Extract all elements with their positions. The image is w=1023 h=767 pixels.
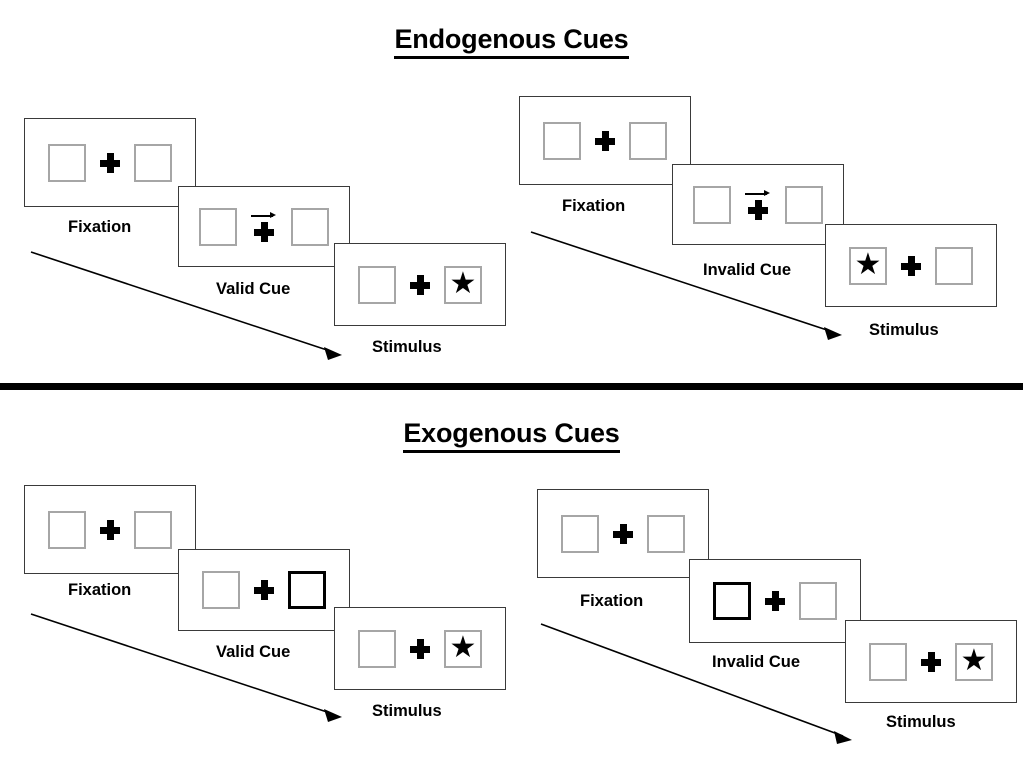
fixation-plus-icon	[100, 519, 120, 540]
caption-endogenous-invalid-fixation: Fixation	[562, 197, 626, 215]
section-divider	[0, 383, 1023, 390]
panel-endogenous-valid-stimulus: ★	[334, 243, 506, 326]
stimulus-box-left	[202, 571, 240, 609]
panel-content	[543, 121, 667, 160]
stimulus-box-right	[799, 582, 837, 620]
endogenous-cue-center	[251, 208, 277, 246]
panel-content	[202, 571, 326, 609]
stimulus-box-right-target: ★	[444, 629, 482, 668]
stimulus-box-left-target: ★	[849, 246, 887, 285]
panel-content	[48, 143, 172, 182]
caption-exogenous-invalid-cue: Invalid Cue	[712, 653, 801, 671]
caption-exogenous-invalid-fixation: Fixation	[580, 592, 644, 610]
star-icon: ★	[854, 247, 882, 281]
fixation-plus-icon	[410, 638, 430, 659]
caption-endogenous-valid-stimulus: Stimulus	[372, 338, 442, 356]
section-title-exogenous: Exogenous Cues	[0, 418, 1023, 453]
stimulus-box-right	[785, 185, 823, 224]
caption-exogenous-valid-cue: Valid Cue	[216, 643, 291, 661]
stimulus-box-left	[561, 514, 599, 553]
stimulus-box-left	[358, 629, 396, 668]
stimulus-box-right	[647, 514, 685, 553]
fixation-plus-icon	[254, 222, 274, 242]
panel-endogenous-invalid-cue	[672, 164, 844, 245]
panel-content: ★	[869, 642, 993, 681]
panel-endogenous-valid-cue	[178, 186, 350, 267]
panel-exogenous-valid-cue	[178, 549, 350, 631]
stimulus-box-left	[869, 642, 907, 681]
arrow-head	[270, 212, 276, 218]
endogenous-cue-center	[745, 186, 771, 224]
section-title-endogenous: Endogenous Cues	[0, 24, 1023, 59]
caption-exogenous-valid-stimulus: Stimulus	[372, 702, 442, 720]
panel-exogenous-valid-stimulus: ★	[334, 607, 506, 690]
stimulus-box-right	[134, 510, 172, 549]
fixation-plus-icon	[901, 255, 921, 276]
fixation-plus-icon	[595, 130, 615, 151]
fixation-plus-icon	[410, 274, 430, 295]
panel-exogenous-valid-fixation	[24, 485, 196, 574]
panel-content	[48, 510, 172, 549]
arrow-head	[764, 190, 770, 196]
star-icon: ★	[449, 266, 477, 300]
panel-content: ★	[358, 629, 482, 668]
stimulus-box-left	[48, 510, 86, 549]
stimulus-box-left	[693, 185, 731, 224]
panel-content: ★	[358, 265, 482, 304]
stimulus-box-right	[291, 207, 329, 246]
stimulus-box-right-cued	[288, 571, 326, 609]
panel-content	[561, 514, 685, 553]
arrow-shaft	[251, 215, 273, 217]
section-title-endogenous-text: Endogenous Cues	[394, 24, 629, 59]
caption-endogenous-invalid-stimulus: Stimulus	[869, 321, 939, 339]
panel-exogenous-invalid-cue	[689, 559, 861, 643]
panel-content: ★	[849, 246, 973, 285]
arrow-right-icon	[745, 189, 771, 198]
panel-content	[713, 582, 837, 620]
panel-exogenous-invalid-stimulus: ★	[845, 620, 1017, 703]
panel-content	[693, 185, 823, 224]
fixation-plus-icon	[921, 651, 941, 672]
caption-endogenous-valid-cue: Valid Cue	[216, 280, 291, 298]
stimulus-box-right-target: ★	[444, 265, 482, 304]
panel-exogenous-invalid-fixation	[537, 489, 709, 578]
stimulus-box-left-cued	[713, 582, 751, 620]
stimulus-box-left	[543, 121, 581, 160]
star-icon: ★	[449, 630, 477, 664]
flow-arrow-endogenous-invalid	[530, 231, 842, 340]
section-title-exogenous-text: Exogenous Cues	[403, 418, 620, 453]
fixation-plus-icon	[765, 591, 785, 611]
caption-exogenous-invalid-stimulus: Stimulus	[886, 713, 956, 731]
stimulus-box-right	[935, 246, 973, 285]
caption-exogenous-valid-fixation: Fixation	[68, 581, 132, 599]
caption-endogenous-valid-fixation: Fixation	[68, 218, 132, 236]
arrow-right-icon	[251, 211, 277, 220]
fixation-plus-icon	[254, 580, 274, 600]
caption-endogenous-invalid-cue: Invalid Cue	[703, 261, 792, 279]
panel-endogenous-invalid-fixation	[519, 96, 691, 185]
panel-endogenous-valid-fixation	[24, 118, 196, 207]
panel-content	[199, 207, 329, 246]
stimulus-box-left	[199, 207, 237, 246]
star-icon: ★	[960, 643, 988, 677]
arrow-shaft	[745, 193, 767, 195]
fixation-plus-icon	[100, 152, 120, 173]
stimulus-box-left	[48, 143, 86, 182]
fixation-plus-icon	[748, 200, 768, 220]
stimulus-box-right-target: ★	[955, 642, 993, 681]
stimulus-box-left	[358, 265, 396, 304]
fixation-plus-icon	[613, 523, 633, 544]
stimulus-box-right	[629, 121, 667, 160]
stimulus-box-right	[134, 143, 172, 182]
panel-endogenous-invalid-stimulus: ★	[825, 224, 997, 307]
